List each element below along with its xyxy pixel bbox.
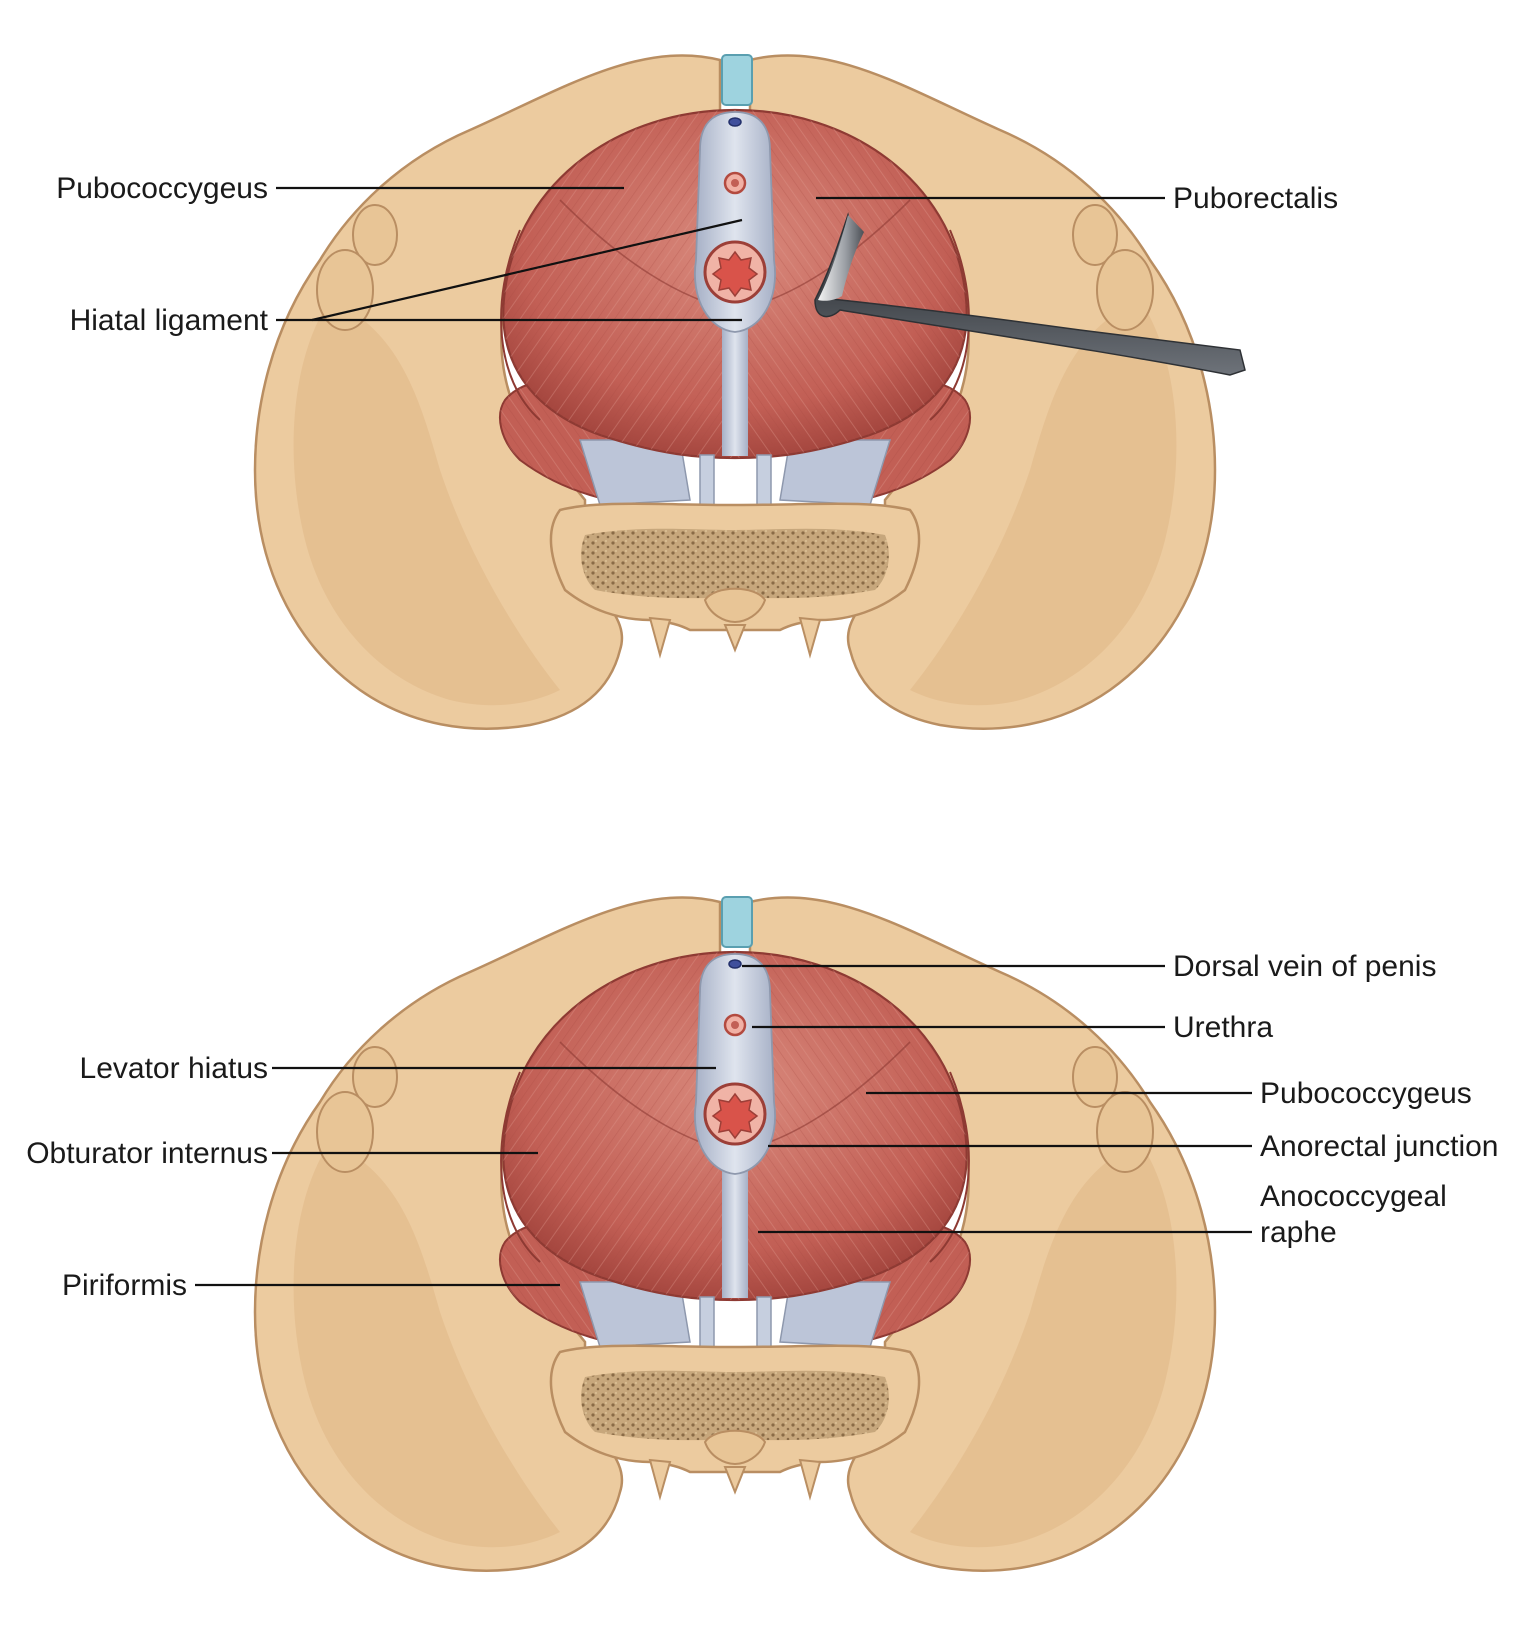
top-panel: Pubococcygeus Puborectalis Hiatal ligame… <box>56 53 1338 731</box>
label-top-pubococcygeus: Pubococcygeus <box>56 172 268 205</box>
label-anococcygeal-raphe-line1: Anococcygeal <box>1260 1180 1447 1213</box>
bottom-panel: Dorsal vein of penis Urethra Levator hia… <box>26 895 1498 1573</box>
label-dorsal-vein: Dorsal vein of penis <box>1173 950 1436 983</box>
label-top-puborectalis: Puborectalis <box>1173 182 1338 215</box>
label-urethra: Urethra <box>1173 1011 1273 1044</box>
label-anococcygeal-raphe-line2: raphe <box>1260 1216 1337 1249</box>
top-pelvis-illustration <box>253 53 1217 731</box>
label-top-hiatal-ligament: Hiatal ligament <box>70 304 269 337</box>
label-piriformis: Piriformis <box>62 1269 187 1302</box>
label-anorectal-junction: Anorectal junction <box>1260 1130 1498 1163</box>
label-levator-hiatus: Levator hiatus <box>80 1052 268 1085</box>
label-obturator-internus: Obturator internus <box>26 1137 268 1170</box>
label-pubococcygeus: Pubococcygeus <box>1260 1077 1472 1110</box>
bottom-pelvis-illustration <box>253 895 1217 1573</box>
retractor-instrument <box>814 212 1246 376</box>
